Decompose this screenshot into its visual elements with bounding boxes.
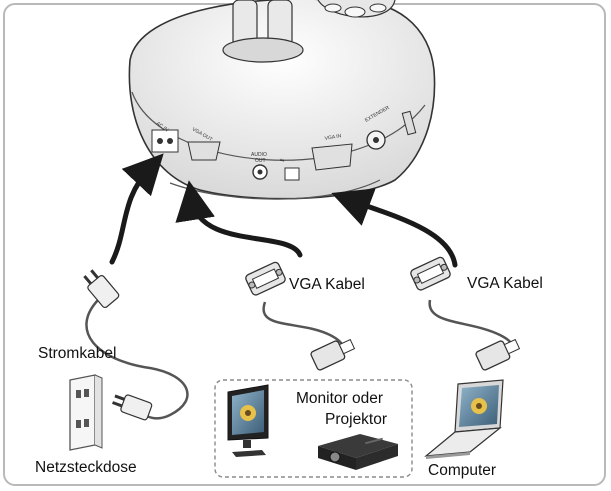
monitor-label-line1: Monitor oder <box>296 390 384 407</box>
port-vga-out <box>187 141 221 161</box>
port-usb <box>284 167 300 181</box>
arrow-power <box>109 153 164 265</box>
arrow-vga-out <box>175 180 303 258</box>
vga-connector-left-top <box>245 261 286 296</box>
laptop-icon <box>424 379 504 459</box>
vga-cable-left <box>245 261 356 371</box>
audio-out-label-1: AUDIO <box>251 152 267 158</box>
arrow-vga-in <box>331 188 458 268</box>
vga-connector-right-bottom <box>475 338 521 371</box>
vga-connector-left-bottom <box>310 338 356 371</box>
vga-kabel-right-label: VGA Kabel <box>467 275 543 292</box>
audio-out-label-2: OUT <box>255 158 266 164</box>
wall-outlet-icon <box>69 374 103 451</box>
monitor-icon <box>227 384 269 457</box>
monitor-projector-group <box>214 379 413 478</box>
monitor-label-line2: Projektor <box>325 411 388 428</box>
port-sd <box>401 110 417 136</box>
power-plug-bottom <box>112 394 153 421</box>
power-plug-top <box>83 269 120 309</box>
usb-icon: ⇆ <box>280 158 284 164</box>
vga-kabel-left-label: VGA Kabel <box>289 276 365 293</box>
control-panel <box>317 0 396 18</box>
port-vga-in <box>311 143 353 171</box>
vga-connector-right-top <box>410 256 451 291</box>
power-cable <box>83 269 189 421</box>
projector-icon <box>318 434 398 470</box>
arrows <box>109 153 458 268</box>
port-extender <box>366 130 386 150</box>
computer-label: Computer <box>428 462 497 479</box>
camera-arm <box>222 0 304 63</box>
stromkabel-label: Stromkabel <box>38 345 117 362</box>
document-camera: AC IN VGA OUT AUDIO OUT VGA IN EXTENDER … <box>128 0 436 200</box>
vga-in-label: VGA IN <box>324 133 342 142</box>
port-audio-out <box>252 164 268 180</box>
port-ac-in <box>151 129 179 153</box>
vga-cable-right <box>410 256 521 371</box>
netzsteckdose-label: Netzsteckdose <box>35 459 137 476</box>
